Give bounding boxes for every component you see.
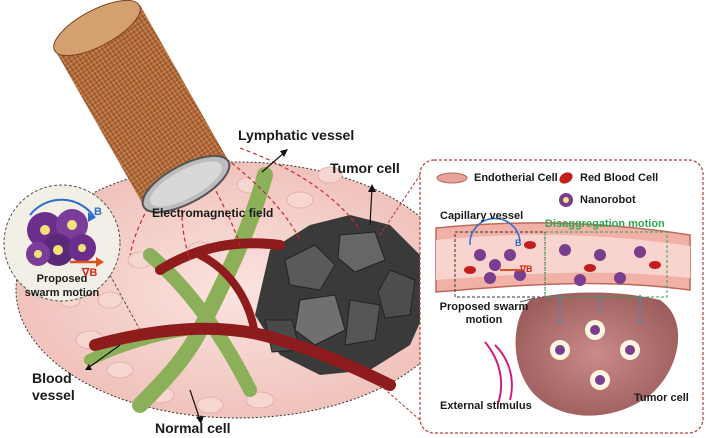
electromagnetic-coil [53,0,231,214]
inset-connector-bottom [379,384,421,421]
disaggregation-arrows [559,295,641,325]
grad-b-symbol: ∇B [82,267,98,279]
inset-nanorobots [474,244,646,385]
disaggregation-box [544,231,668,298]
inset-swarm-pointer [519,297,536,303]
tumor-cell-label: Tumor cell [330,160,400,176]
external-stimulus-label: External stimulus [440,400,532,412]
red-blood-cell-icon [559,172,573,184]
electromagnetic-field-label: Electromagnetic field [152,206,274,220]
legend-red-blood-cell: Red Blood Cell [580,172,659,184]
pointer-arrows [87,151,373,421]
inset-proposed-swarm-motion-label: Proposed swarm motion [439,301,529,326]
inset-grad-b-symbol: ∇B [520,264,533,274]
blood-vessel-main [89,238,396,391]
proposed-swarm-motion-label: Proposed swarm motion [24,273,100,299]
external-stimulus-waves [484,341,513,405]
capillary-vessel [435,222,691,293]
lymphatic-vessel-label: Lymphatic vessel [238,127,355,143]
nanorobot-icon [559,193,573,207]
pointer-arrowheads [85,149,376,424]
inset-connector-top [379,174,421,236]
swarm-cluster [26,198,104,267]
blood-vessel-label: Blood vessel [32,370,75,403]
endotherial-cell-icon [436,172,468,184]
inset-b-arc [469,217,521,246]
tumor-mass [255,215,430,375]
inset-b-symbol: B [515,238,522,248]
disaggregation-motion-label: Disaggregation motion [545,218,665,230]
inset-tumor-cell-label: Tumor cell [634,392,689,404]
legend-endotherial-cell: Endotherial Cell [474,172,558,184]
inset-red-blood-cells [464,241,661,274]
b-symbol: B [94,206,102,218]
capillary-vessel-label: Capillary vessel [440,210,524,222]
normal-cell-label: Normal cell [155,420,231,436]
legend-nanorobot: Nanorobot [580,194,636,206]
zoom-connector [109,274,141,331]
